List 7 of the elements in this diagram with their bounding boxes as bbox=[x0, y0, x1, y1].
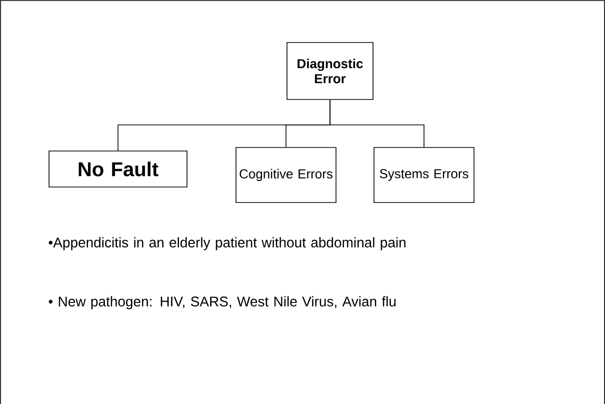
root-box: Diagnostic Error bbox=[286, 42, 374, 100]
category-box: No Fault bbox=[48, 150, 188, 188]
category-box: Cognitive Errors bbox=[236, 147, 336, 203]
tree-connector bbox=[330, 100, 424, 148]
bullet-text: •Appendicitis in an elderly patient without abdominal pain bbox=[48, 237, 406, 250]
category-box: Systems Errors bbox=[374, 147, 474, 203]
bullet-text: • New pathogen: HIV, SARS, West Nile Virus, Avian flu bbox=[48, 296, 396, 310]
